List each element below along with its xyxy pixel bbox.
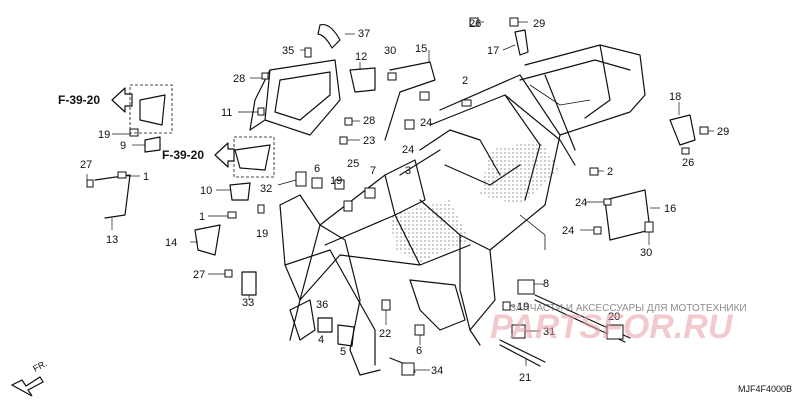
part-label-20[interactable]: 20 [608,311,620,323]
part-label-2[interactable]: 2 [607,166,613,178]
part-label-6[interactable]: 6 [416,345,422,357]
part-label-9[interactable]: 9 [120,140,126,152]
part-label-13[interactable]: 13 [106,234,118,246]
ref-arrow-upper [111,87,133,113]
part-label-19[interactable]: 19 [256,228,268,240]
part-label-30[interactable]: 30 [384,45,396,57]
right-side-parts [389,17,709,376]
part-label-18[interactable]: 18 [669,91,681,103]
part-label-37[interactable]: 37 [358,28,370,40]
part-label-23[interactable]: 23 [363,135,375,147]
part-label-1[interactable]: 1 [199,211,205,223]
part-label-17[interactable]: 17 [487,45,499,57]
part-label-34[interactable]: 34 [431,365,443,377]
part-label-19[interactable]: 19 [98,129,110,141]
part-label-24[interactable]: 24 [420,117,432,129]
part-number-labels: 37 35 12 28 11 28 23 19 9 27 1 13 10 32 … [80,18,729,384]
part-label-32[interactable]: 32 [260,183,272,195]
part-label-35[interactable]: 35 [282,45,294,57]
part-label-33[interactable]: 33 [242,297,254,309]
part-label-30[interactable]: 30 [640,247,652,259]
part-label-31[interactable]: 31 [543,326,555,338]
part-label-28[interactable]: 28 [363,115,375,127]
part-label-22[interactable]: 22 [379,328,391,340]
part-label-12[interactable]: 12 [355,51,367,63]
part-label-24[interactable]: 24 [575,197,587,209]
part-label-6[interactable]: 6 [314,163,320,175]
part-label-4[interactable]: 4 [318,334,324,346]
part-label-25[interactable]: 25 [347,158,359,170]
part-label-11[interactable]: 11 [221,107,232,119]
part-label-21[interactable]: 21 [519,372,531,384]
ref-arrow-lower [214,142,235,168]
part-label-28[interactable]: 28 [233,73,245,85]
part-label-16[interactable]: 16 [664,203,676,215]
part-label-1[interactable]: 1 [143,171,149,183]
part-label-29[interactable]: 29 [533,18,545,30]
part-label-8[interactable]: 8 [543,278,549,290]
part-label-10[interactable]: 10 [200,185,212,197]
front-marker-label: FR. [31,358,48,374]
part-label-5[interactable]: 5 [340,346,346,358]
leader-lines [86,21,714,371]
watermark: PARTSFOR.RU ЗАПЧАСТИ И АКСЕССУАРЫ ДЛЯ МО… [490,303,747,346]
part-label-36[interactable]: 36 [316,299,328,311]
ref-label-lower[interactable]: F-39-20 [162,148,204,162]
watermark-logo: PARTSFOR.RU [490,308,734,346]
part-label-3[interactable]: 3 [405,165,411,177]
part-label-24[interactable]: 24 [562,225,574,237]
part-label-24[interactable]: 24 [402,144,414,156]
ref-label-upper[interactable]: F-39-20 [58,93,100,107]
ref-box-upper [129,84,173,134]
part-label-19[interactable]: 19 [330,175,342,187]
main-frame [279,44,646,376]
part-label-26[interactable]: 26 [682,157,694,169]
part-label-2[interactable]: 2 [462,75,468,87]
part-label-7[interactable]: 7 [370,165,376,177]
part-label-29[interactable]: 29 [717,126,729,138]
front-direction-marker [10,376,44,397]
part-label-19[interactable]: 19 [517,301,529,313]
part-label-27[interactable]: 27 [80,159,92,171]
upper-bracket-assembly [249,23,376,145]
left-side-brackets [86,94,323,296]
part-label-14[interactable]: 14 [165,237,177,249]
part-label-15[interactable]: 15 [415,43,427,55]
watermark-line: ЗАПЧАСТИ И АКСЕССУАРЫ ДЛЯ МОТОТЕХНИКИ [510,303,747,314]
part-label-26[interactable]: 26 [469,18,481,30]
diagram-code: MJF4F4000B [738,384,792,394]
part-label-27[interactable]: 27 [193,269,205,281]
